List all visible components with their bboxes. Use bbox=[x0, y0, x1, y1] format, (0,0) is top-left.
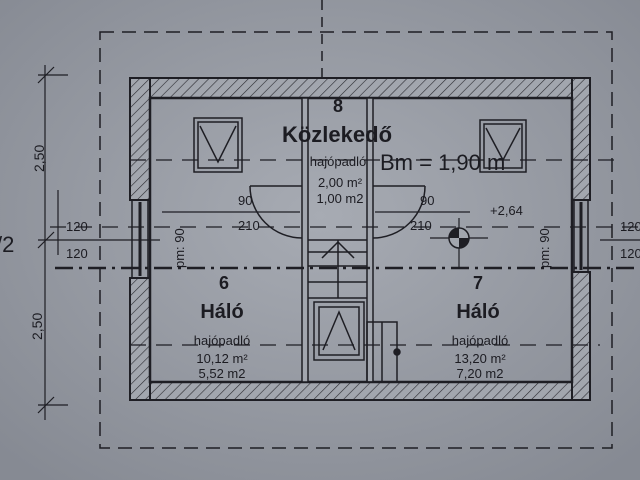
dimension-line bbox=[37, 65, 640, 420]
room7-number: 7 bbox=[473, 273, 483, 293]
corridor-area-2: 1,00 m2 bbox=[317, 191, 364, 206]
room6-floor: hajópadló bbox=[194, 333, 250, 348]
bm-label: Bm = 1,90 m bbox=[380, 150, 505, 175]
roof-window-left bbox=[193, 117, 243, 173]
window-left bbox=[131, 199, 149, 279]
corridor-floor: hajópadló bbox=[310, 154, 366, 169]
door-left-width: 90 bbox=[238, 193, 252, 208]
roof-outline bbox=[99, 31, 613, 449]
room6-name: Háló bbox=[200, 301, 243, 323]
door-left-height: 210 bbox=[238, 218, 260, 233]
door-right bbox=[372, 185, 426, 239]
sill-right: pm: 90 bbox=[537, 228, 552, 268]
room7-area: 13,20 m² bbox=[454, 351, 506, 366]
corridor-number: 8 bbox=[333, 96, 343, 116]
corridor-area: 2,00 m² bbox=[318, 175, 363, 190]
window-left-top-dim: 120 bbox=[66, 219, 88, 234]
room7-floor: hajópadló bbox=[452, 333, 508, 348]
dim-bottom-label: 2,50 bbox=[29, 313, 45, 340]
axis-label: /2 bbox=[0, 232, 14, 257]
door-left bbox=[249, 185, 303, 239]
room7-name: Háló bbox=[456, 301, 499, 323]
level-marker-icon bbox=[430, 218, 488, 268]
room6-number: 6 bbox=[219, 273, 229, 293]
window-right bbox=[573, 199, 589, 273]
window-right-bottom-dim: 120 bbox=[620, 246, 640, 261]
door-right-width: 90 bbox=[420, 193, 434, 208]
level-label: +2,64 bbox=[490, 203, 523, 218]
corridor-name: Közlekedő bbox=[282, 122, 392, 147]
sill-left: pm: 90 bbox=[172, 228, 187, 268]
room7-area-2: 7,20 m2 bbox=[457, 366, 504, 381]
window-right-top-dim: 120 bbox=[620, 219, 640, 234]
roof-window-stair bbox=[313, 301, 365, 361]
room6-area-2: 5,52 m2 bbox=[199, 366, 246, 381]
window-left-bottom-dim: 120 bbox=[66, 246, 88, 261]
door-right-height: 210 bbox=[410, 218, 432, 233]
stairs bbox=[308, 239, 401, 383]
dim-top-label: 2,50 bbox=[31, 145, 47, 172]
room6-area: 10,12 m² bbox=[196, 351, 248, 366]
